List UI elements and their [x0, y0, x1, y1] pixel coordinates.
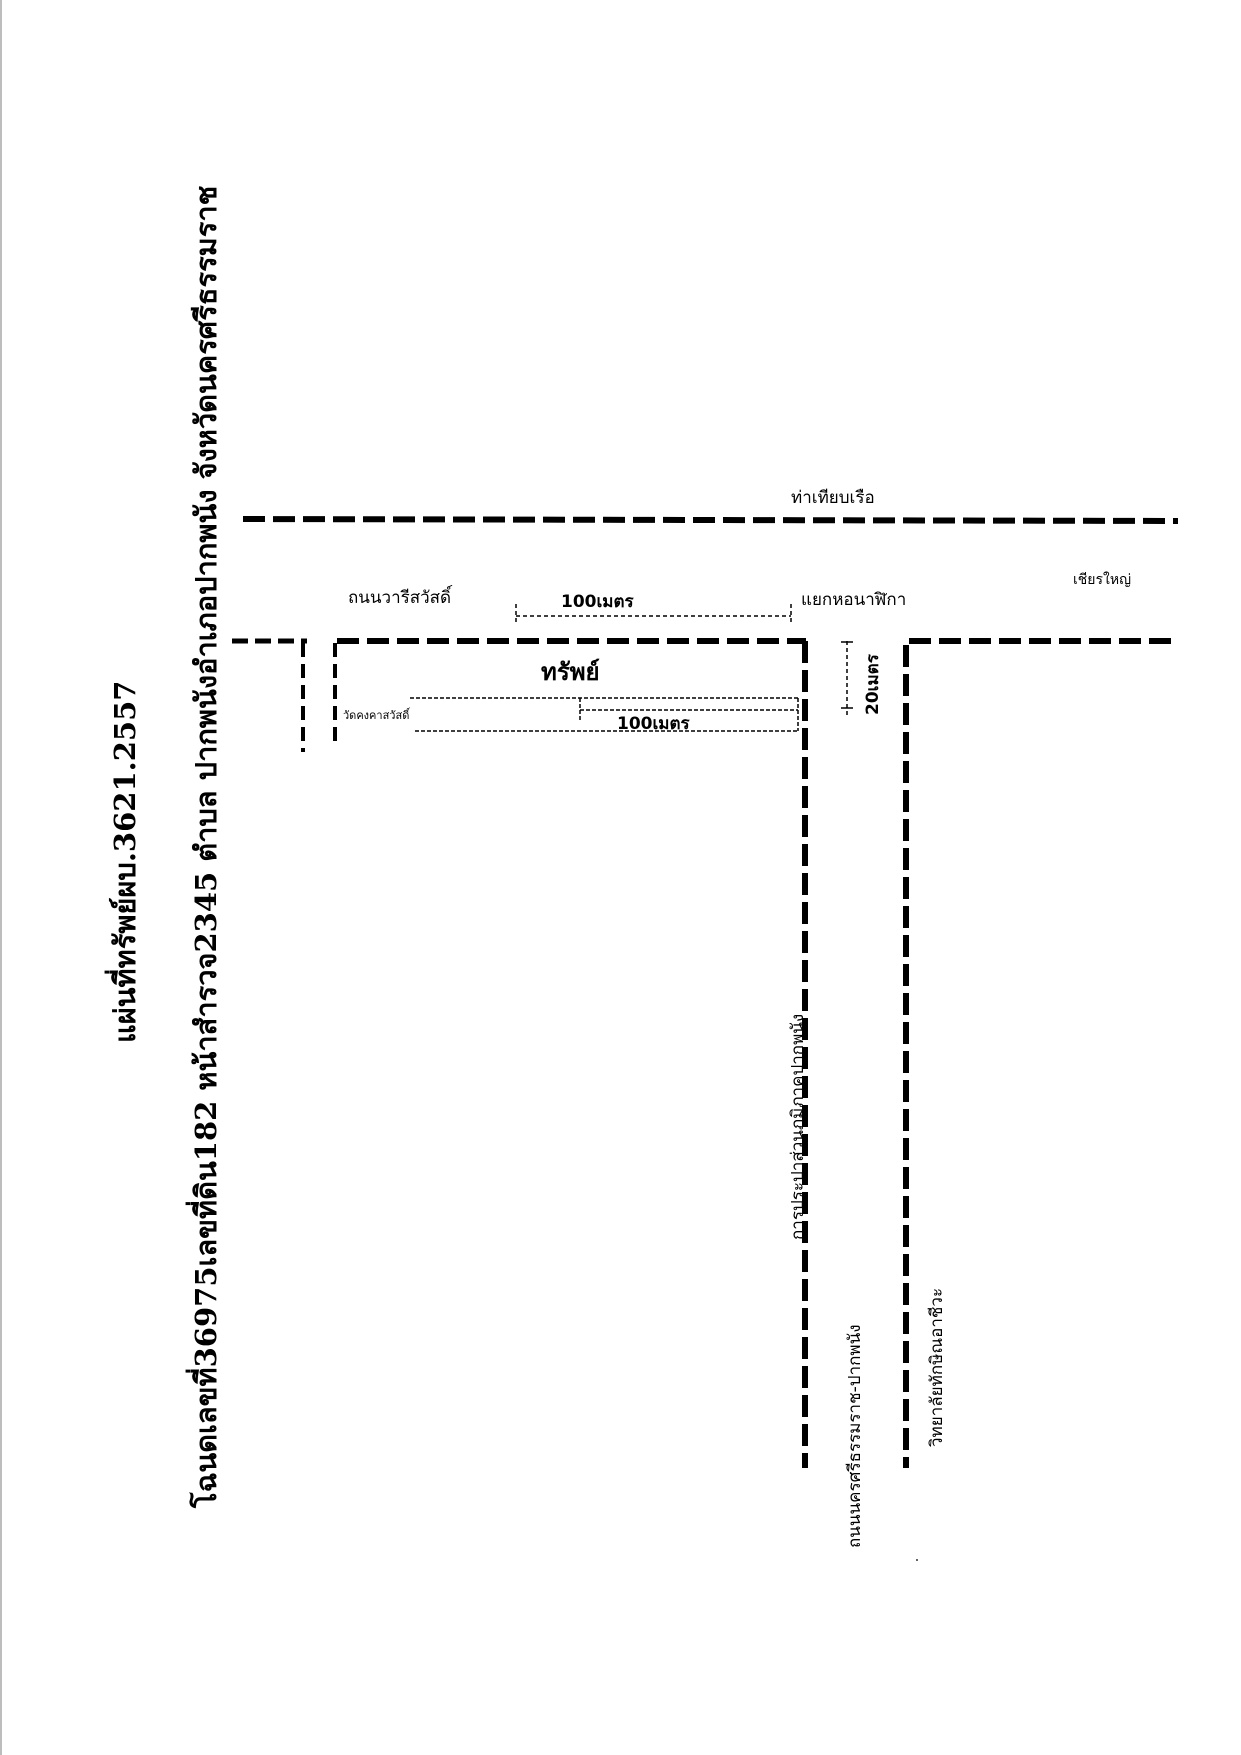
- scan-edge: [0, 0, 2, 1755]
- label-property: ทรัพย์: [541, 658, 600, 686]
- label-distance-top: 100เมตร: [561, 592, 634, 612]
- label-road-main: ถนนนครศรีธรรมราช-ปากพนัง: [845, 1324, 865, 1548]
- label-chianyai: เชียรใหญ่: [1073, 572, 1132, 588]
- label-road-warisawat: ถนนวารีสวัสดิ์: [348, 588, 452, 608]
- map-title: โฉนดเลขที่36975เลขที่ดิน182 หน้าสำรวจ234…: [189, 185, 223, 1508]
- map-subtitle: แผ่นที่ทรัพย์ผบ.3621.2557: [108, 680, 142, 1043]
- label-distance-inner: 100เมตร: [617, 714, 690, 734]
- pier-road-line: [242, 516, 1179, 524]
- label-pier: ท่าเทียบเรือ: [791, 488, 875, 508]
- label-distance-side: 20เมตร: [863, 654, 883, 715]
- label-temple: วัดคงคาสวัสดิ์: [343, 709, 410, 722]
- label-college: วิทยาลัยทักษิณอาชีวะ: [927, 1287, 947, 1447]
- label-water-authority: การประปาส่วนภูมิภาคปากพนัง: [788, 1013, 808, 1240]
- label-junction: แยกหอนาฬิกา: [801, 590, 907, 610]
